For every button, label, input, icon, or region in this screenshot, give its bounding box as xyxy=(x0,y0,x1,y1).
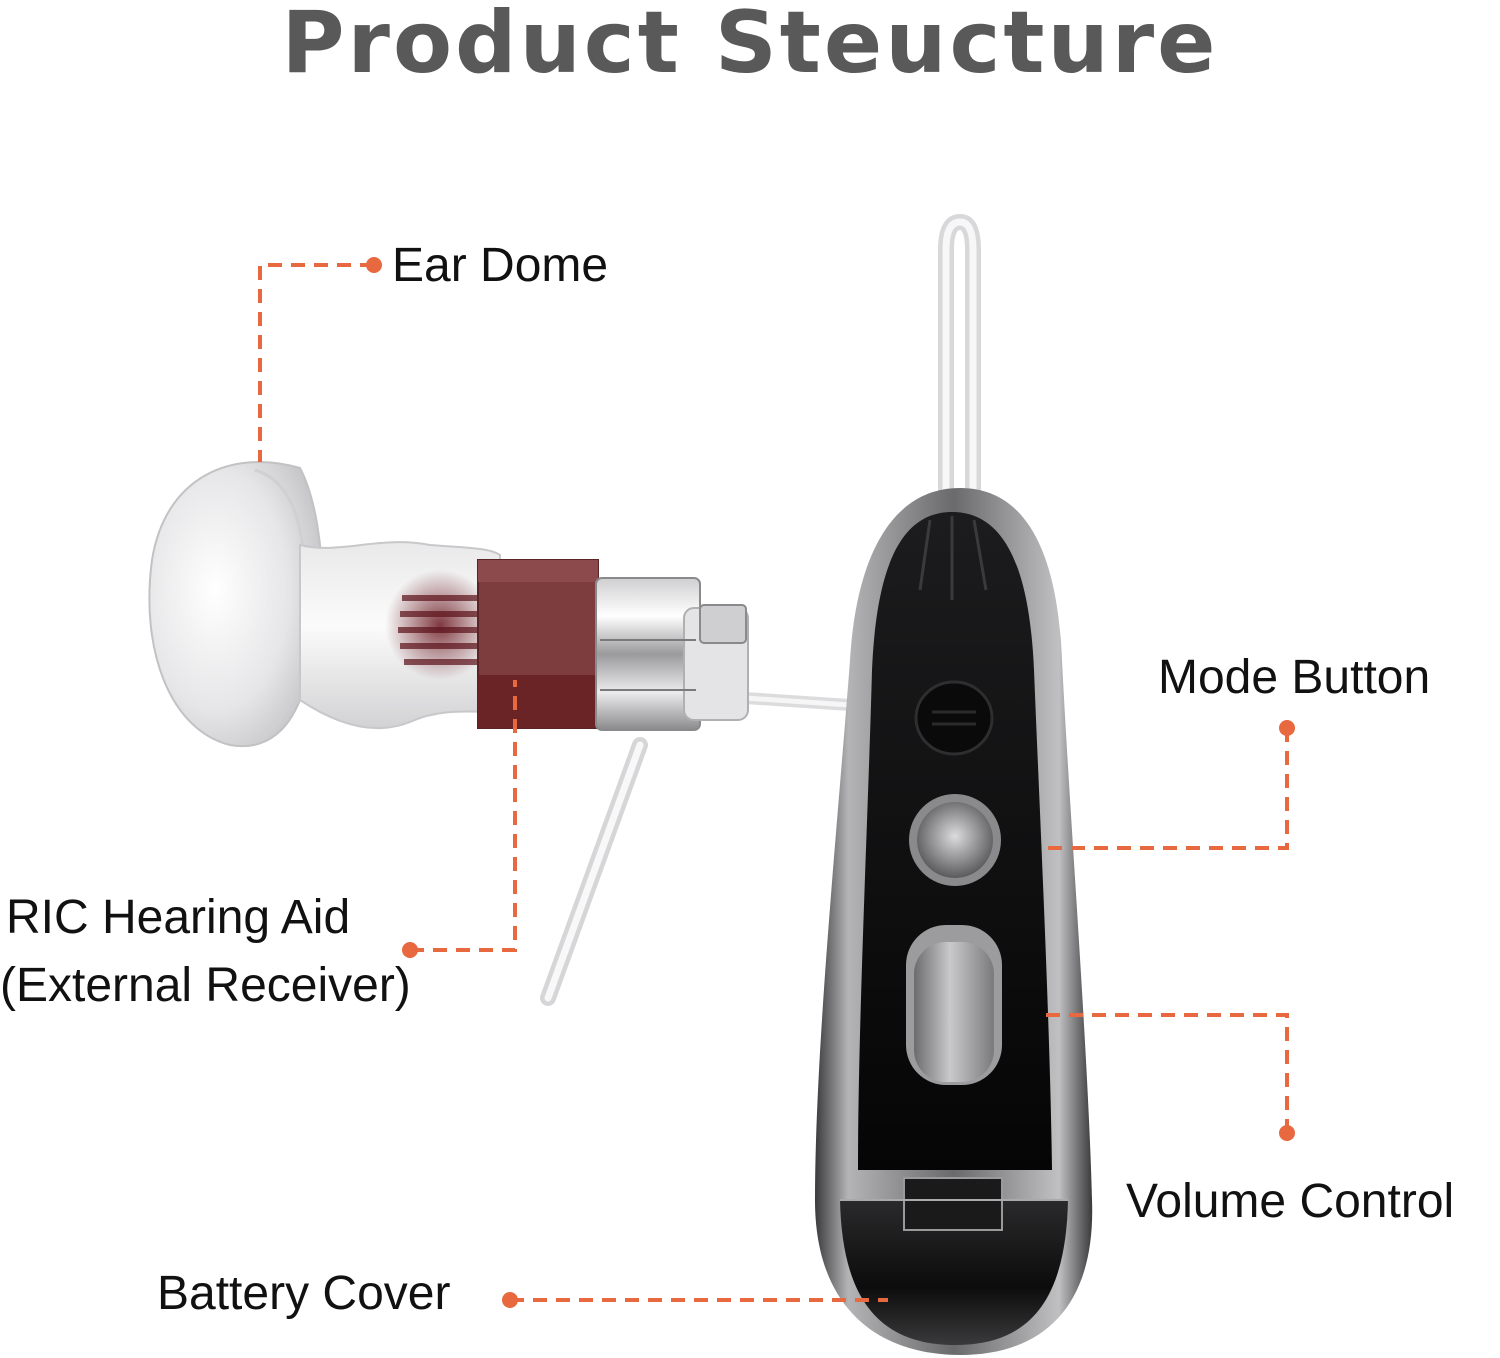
ric-label-line2: (External Receiver) xyxy=(0,959,411,1012)
ear-dome-dot xyxy=(366,257,382,273)
ric-hearing-aid-label: RIC Hearing Aid (External Receiver) xyxy=(0,884,411,1020)
device-body xyxy=(815,488,1093,1355)
battery-cover-shape xyxy=(840,1200,1068,1345)
ear-dome-leader xyxy=(258,263,374,462)
volume-control-label: Volume Control xyxy=(1126,1175,1455,1228)
ric-label-line1: RIC Hearing Aid xyxy=(6,891,351,944)
ric-dot xyxy=(402,942,418,958)
battery-cover-label: Battery Cover xyxy=(157,1267,451,1320)
page-title: Product Steucture xyxy=(281,0,1219,93)
ear-dome-shape xyxy=(148,461,501,748)
mode-leader xyxy=(1045,728,1289,850)
volume-leader xyxy=(1045,1013,1289,1133)
hook-tube xyxy=(938,213,981,523)
ear-dome-label: Ear Dome xyxy=(392,239,609,292)
mic-port xyxy=(914,680,994,756)
volume-dot xyxy=(1279,1125,1295,1141)
ric-leader xyxy=(410,680,517,952)
mode-dot xyxy=(1279,720,1295,736)
battery-dot xyxy=(502,1292,518,1308)
mode-button-label: Mode Button xyxy=(1158,651,1431,704)
metal-connector xyxy=(595,577,749,731)
